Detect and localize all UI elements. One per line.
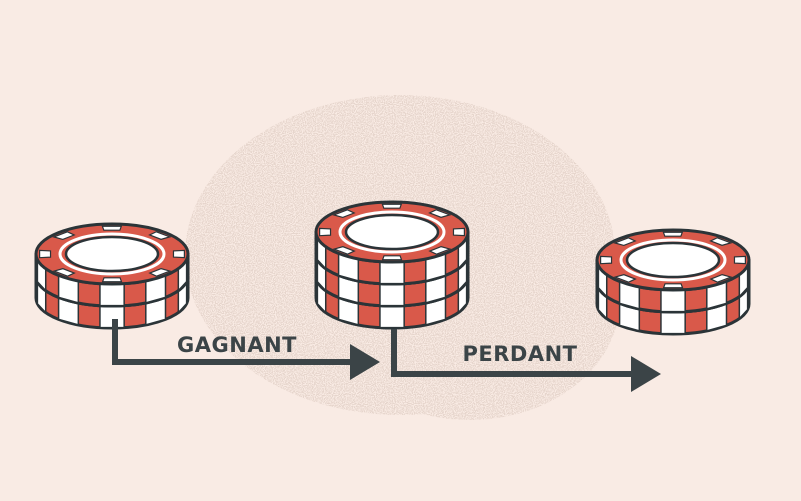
chip-edge-mark [452,227,465,237]
arrow-shaft [391,329,636,377]
chip-edge-mark [318,227,332,237]
chip-edge-mark [101,225,123,231]
chip-ring [58,232,166,276]
chip-ring [619,238,727,282]
chip-stacks [34,200,751,336]
chip-edge-mark [599,255,613,265]
chip-edge-mark [148,267,172,277]
chip-edge-mark [381,203,403,209]
chip-stripe [660,288,686,313]
chip-edge-mark [428,209,452,218]
chip-edge-mark [662,231,684,237]
chip-edge-mark [101,277,123,283]
arrow-right-icon [631,356,661,392]
chip-edge-mark [52,268,76,277]
arrow-right-icon [350,344,380,380]
chip-inlay [344,213,440,251]
step-gagnant: GAGNANT [112,319,380,380]
chip-stack-end [595,228,751,336]
chip-edge-mark [662,283,684,289]
chip-edge-mark [38,249,52,259]
chip-stripe [379,304,405,329]
arrow-shaft [112,319,355,365]
chip-stripe [660,310,686,335]
chip-stack-start [34,222,190,330]
chip-inlay [64,235,160,273]
chip-edge-mark [381,255,403,261]
chip-edge-mark [148,231,172,240]
chip-inlay [625,241,721,279]
chip-stripe [379,260,405,285]
step-label-gagnant: GAGNANT [177,333,297,357]
chip-edge-mark [733,255,746,265]
chip-edge-mark [332,246,356,255]
chip-edge-mark [613,237,637,247]
step-label-perdant: PERDANT [463,342,578,366]
chip-edge-mark [709,237,733,246]
chip-edge-mark [332,209,356,219]
chip-edge-mark [52,231,76,241]
chip-stack-middle [314,200,470,330]
chip-edge-mark [172,249,185,259]
chip-edge-mark [709,273,733,283]
chip-ring [338,210,446,254]
chip-stripe [379,282,405,307]
chip-edge-mark [428,245,452,255]
chip-edge-mark [613,274,637,283]
chip-stripe [99,282,125,307]
step-perdant: PERDANT [391,329,661,392]
